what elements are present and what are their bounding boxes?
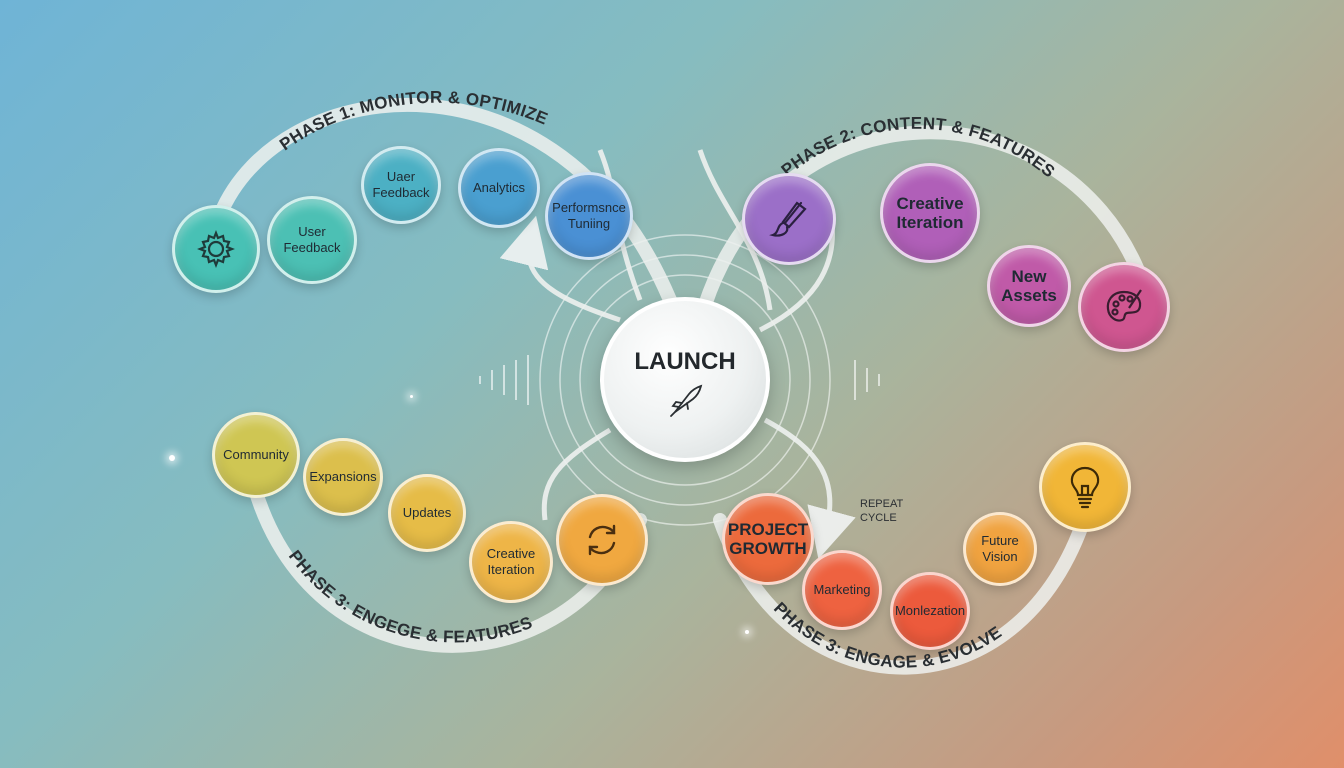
- wave-lines: [479, 355, 880, 405]
- project-growth-node: PROJECT GROWTH: [722, 493, 814, 585]
- performance-tuning-node: Performsnce Tuniing: [545, 172, 633, 260]
- marketing-node: Marketing: [802, 550, 882, 630]
- palette-node: [1078, 262, 1170, 352]
- updates-node: Updates: [388, 474, 466, 552]
- sparkle: [169, 455, 175, 461]
- brush-node: [742, 173, 836, 265]
- gear-icon: [197, 230, 235, 268]
- repeat-cycle-line: REPEAT: [860, 498, 904, 510]
- paintbrush-icon: [769, 201, 807, 237]
- rocket-icon: [670, 384, 703, 417]
- launch-hub: LAUNCH: [600, 297, 770, 462]
- sparkle: [745, 630, 749, 634]
- lightbulb-node: [1039, 442, 1131, 532]
- sound-waves: [539, 234, 831, 526]
- analytics-node: Analytics: [458, 148, 540, 228]
- user-feedback-node-2: User Feedback: [267, 196, 357, 284]
- repeat-cycle-label: REPEAT CYCLE: [860, 497, 903, 525]
- refresh-icon: [588, 524, 616, 556]
- repeat-cycle-text: REPEAT CYCLE: [860, 497, 903, 525]
- user-feedback-node-1: Uaer Feedback: [361, 146, 441, 224]
- repeat-cycle-line: CYCLE: [860, 512, 897, 524]
- gear-node: [172, 205, 260, 293]
- refresh-node: [556, 494, 648, 586]
- creative-iteration-top-node: Creative Iteration: [880, 163, 980, 263]
- community-node: Community: [212, 412, 300, 498]
- new-assets-node: New Assets: [987, 245, 1071, 327]
- future-vision-node: Future Vision: [963, 512, 1037, 586]
- creative-iteration-bottom-node: Creative Iteration: [469, 521, 553, 603]
- launch-title: LAUNCH: [634, 347, 736, 375]
- lightbulb-icon: [1070, 466, 1100, 509]
- expansions-node: Expansions: [303, 438, 383, 516]
- monetization-node: Monlezation: [890, 572, 970, 650]
- sparkle: [410, 395, 413, 398]
- palette-icon: [1106, 289, 1142, 322]
